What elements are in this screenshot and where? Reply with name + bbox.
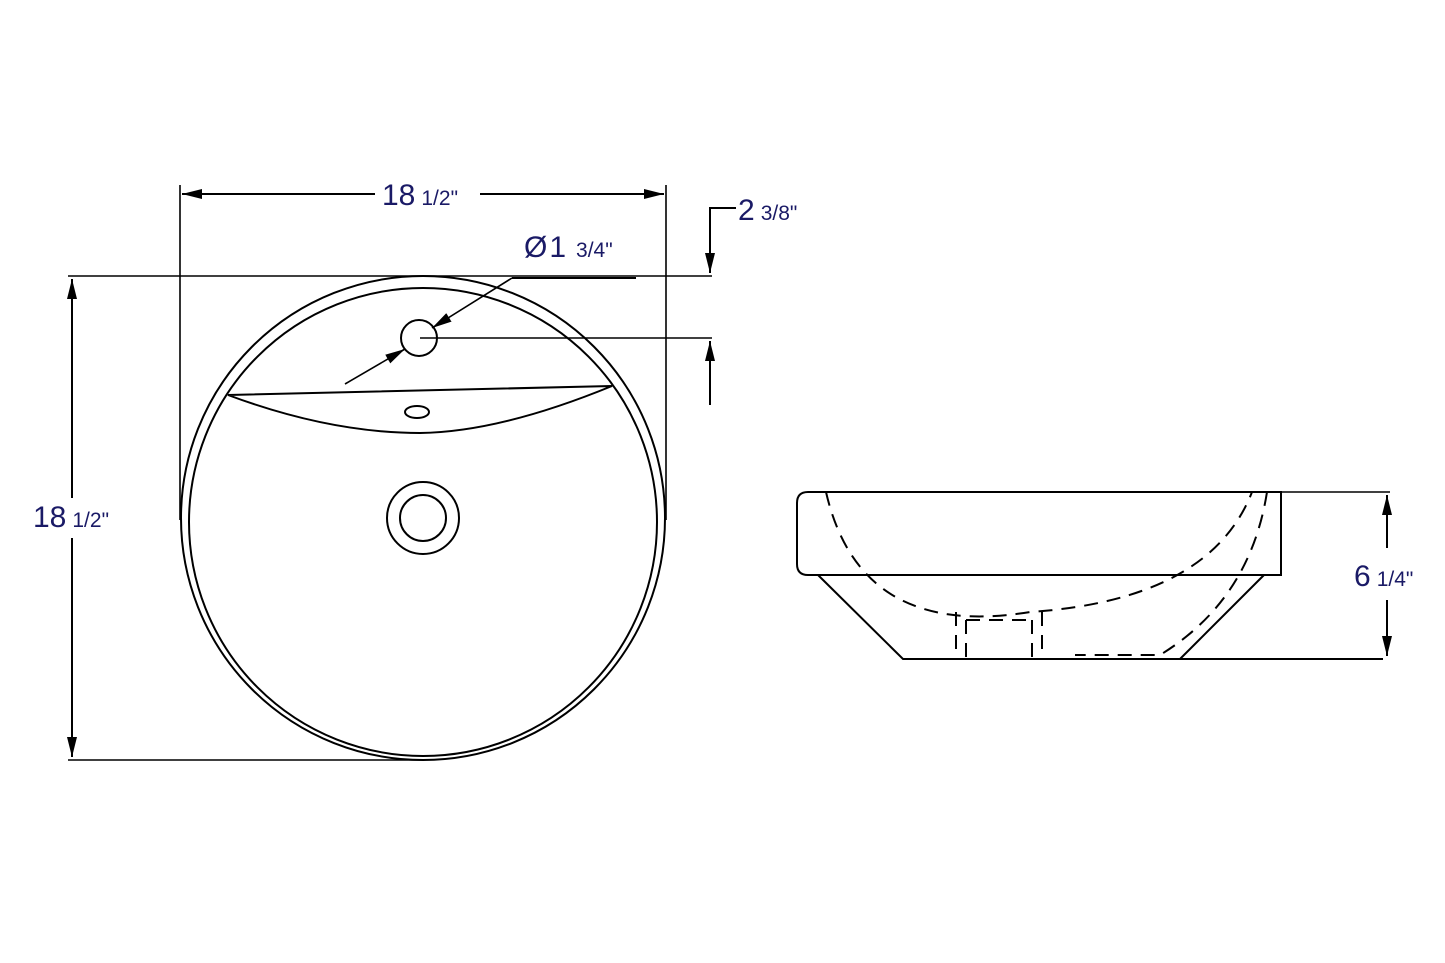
sink-base-left-and-bottom	[817, 574, 1383, 660]
drain-outer	[386, 481, 460, 555]
faucet-diameter-leader-lower	[344, 348, 406, 385]
depth-fraction: 1/2"	[72, 509, 110, 532]
top-view	[67, 185, 736, 761]
hidden-drain	[955, 612, 1043, 659]
diameter-symbol-icon: Ø	[524, 231, 548, 264]
overflow-hole	[404, 405, 430, 419]
sink-outer-rim	[180, 275, 666, 761]
depth-whole: 18	[33, 501, 67, 534]
height-fraction: 1/4"	[1376, 568, 1414, 591]
faucet-hole-whole: 1	[549, 231, 567, 264]
sink-base-right	[1179, 574, 1265, 660]
width-fraction: 1/2"	[421, 187, 459, 210]
faucet-hole-diameter-label: Ø1 3/4"	[524, 233, 613, 263]
faucet-diameter-leader-upper	[431, 277, 513, 329]
hidden-bowl-outer	[1075, 491, 1268, 656]
offset-fraction: 3/8"	[760, 202, 798, 225]
faucet-hole-fraction: 3/4"	[576, 239, 613, 262]
overflow-ledge	[227, 385, 613, 435]
side-view	[796, 491, 1392, 660]
offset-whole: 2	[738, 194, 755, 227]
offset-leader	[709, 207, 736, 248]
sink-deck-profile	[796, 491, 1282, 576]
width-whole: 18	[382, 179, 416, 212]
sink-inner-rim	[188, 287, 658, 757]
height-whole: 6	[1354, 560, 1371, 593]
drain-inner	[399, 494, 447, 542]
hidden-bowl-inner	[825, 491, 1253, 618]
